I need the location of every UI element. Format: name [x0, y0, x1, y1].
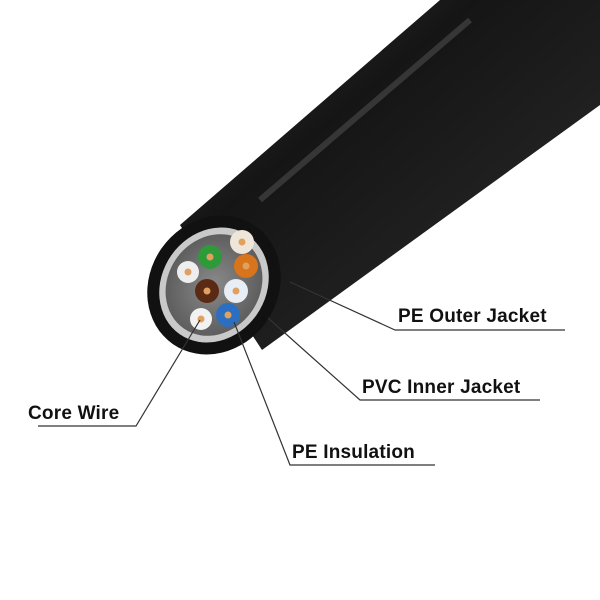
leader-pe-insulation: [233, 321, 435, 466]
label-pe-insulation: PE Insulation: [292, 442, 415, 463]
label-pe-outer-jacket: PE Outer Jacket: [398, 306, 547, 327]
leader-pe-outer-jacket: [289, 281, 565, 331]
label-pvc-inner-jacket: PVC Inner Jacket: [362, 377, 521, 398]
leader-core-wire: [38, 319, 201, 427]
cable-jacket-body: [180, 0, 600, 350]
cable-highlight: [258, 17, 472, 203]
leader-lines: [38, 281, 565, 466]
label-core-wire: Core Wire: [28, 403, 120, 424]
core-wires: [177, 230, 258, 330]
leader-pvc-inner-jacket: [267, 317, 540, 401]
